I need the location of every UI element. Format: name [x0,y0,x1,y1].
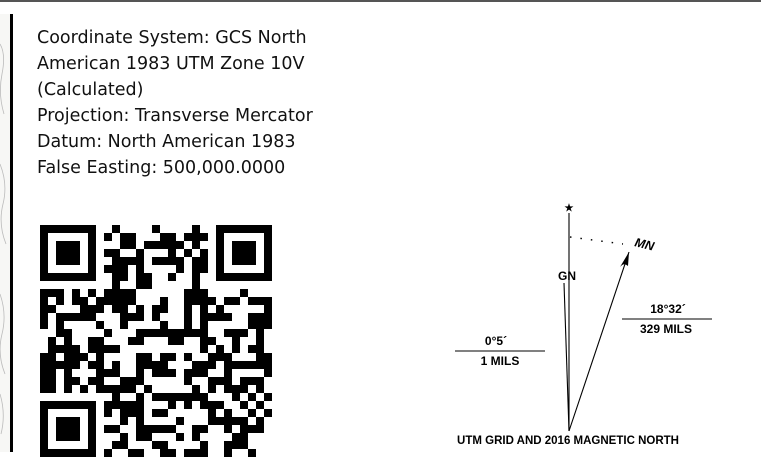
true-north-star-icon: ★ [565,203,574,214]
projection-line: Projection: Transverse Mercator [37,106,313,126]
false-easting-line: False Easting: 500,000.0000 [37,158,286,178]
magnetic-declination-mils: 329 MILS [640,322,692,336]
qr-code-icon [40,225,272,457]
map-edge-contours [0,14,10,452]
declination-caption: UTM GRID AND 2016 MAGNETIC NORTH [457,435,679,447]
magnetic-declination-angle: 18°32´ [650,302,686,316]
true-north-to-mn-dots [569,236,624,245]
magnetic-north-arrowhead-icon [620,252,629,267]
coordinate-system-line: Coordinate System: GCS North [37,28,307,48]
map-frame-line [10,14,13,452]
top-border [0,0,761,2]
grid-declination-angle: 0°5´ [485,334,507,348]
magnetic-north-line [568,251,630,432]
grid-north-label: GN [558,269,576,283]
datum-line: Datum: North American 1983 [37,132,296,152]
coordinate-system-zone: American 1983 UTM Zone 10V [37,54,305,74]
magnetic-north-label: MN [633,235,656,254]
map-frame-edge [0,14,14,452]
grid-north-line [563,282,570,432]
declination-diagram: ★ GN MN 0°5´ 1 MILS 18°32´ 329 MILS UTM … [455,203,712,447]
coordinate-system-info: Coordinate System: GCS North American 19… [37,25,377,181]
coordinate-system-note: (Calculated) [37,80,144,100]
grid-declination-mils: 1 MILS [481,354,520,368]
